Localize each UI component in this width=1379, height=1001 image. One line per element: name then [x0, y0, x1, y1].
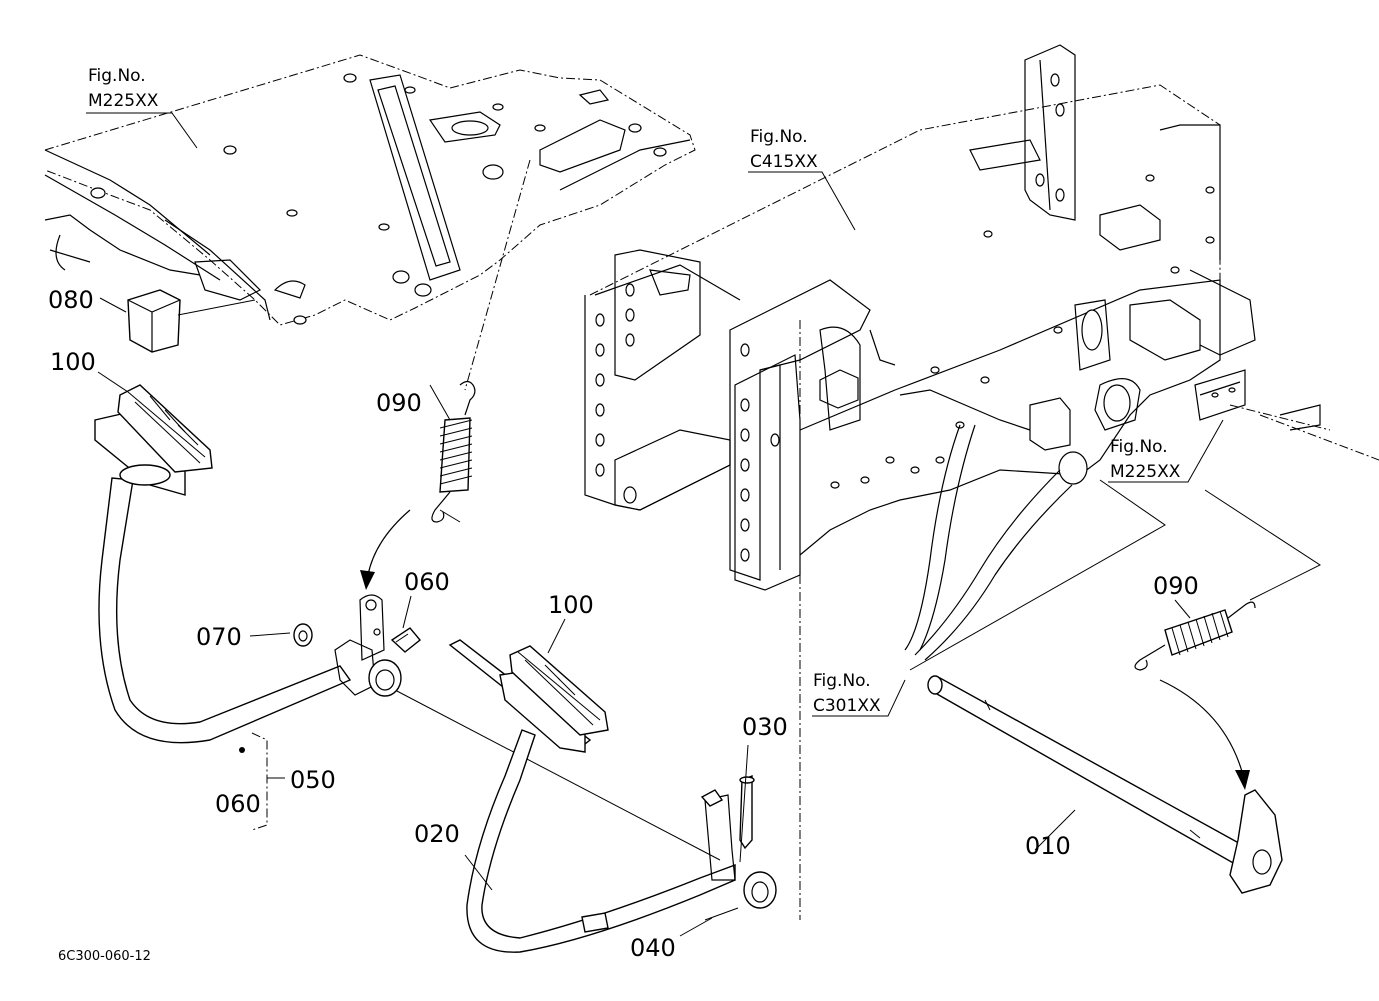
- fig-ref-floor-top-line1: Fig.No.: [88, 66, 146, 86]
- fig-ref-floor-right-line2: M225XX: [1110, 462, 1181, 482]
- left-pedal-arm: [98, 477, 402, 753]
- fig-ref-transmission-line1: Fig.No.: [813, 671, 871, 691]
- arrow-left-spring: [367, 509, 411, 576]
- fig-ref-frame-line1: Fig.No.: [750, 127, 808, 147]
- part-090-spring-left: [431, 380, 476, 523]
- label-080: 080: [48, 286, 94, 314]
- part-100-pedal-pad-left: [94, 384, 213, 496]
- label-100-right: 100: [548, 591, 594, 619]
- group-bracket-050: [251, 732, 268, 831]
- leader-lines: [86, 112, 1224, 937]
- part-090-spring-right: [1134, 601, 1256, 671]
- fig-ref-floor-right-line1: Fig.No.: [1110, 437, 1168, 457]
- part-100-pedal-pad-right: [448, 639, 609, 753]
- label-090-left: 090: [376, 389, 422, 417]
- label-040: 040: [630, 934, 676, 962]
- fig-ref-floor-top-line2: M225XX: [88, 91, 159, 111]
- label-090-right: 090: [1153, 572, 1199, 600]
- label-060-group: 060: [215, 790, 261, 818]
- right-pedal-arm: [466, 729, 777, 953]
- frame-assembly: [584, 44, 1256, 661]
- part-060-bolt: [390, 627, 421, 653]
- part-040-cotter-pin: [704, 907, 739, 921]
- label-020: 020: [414, 820, 460, 848]
- part-030-pin: [739, 774, 755, 850]
- part-010-cross-shaft: [927, 675, 1283, 894]
- fig-ref-transmission-line2: C301XX: [813, 696, 881, 716]
- floor-bracket-right: [1194, 369, 1321, 431]
- part-080-rubber-stop: [99, 289, 256, 353]
- drawing-reference-number: 6C300-060-12: [58, 949, 151, 964]
- floor-plate: [44, 54, 696, 326]
- label-100-left: 100: [50, 348, 96, 376]
- arrow-right-spring: [1159, 679, 1244, 776]
- label-050: 050: [290, 766, 336, 794]
- part-070-snap-ring: [293, 623, 313, 647]
- label-030: 030: [742, 713, 788, 741]
- label-070: 070: [196, 623, 242, 651]
- label-060-bolt: 060: [404, 568, 450, 596]
- label-010: 010: [1025, 832, 1071, 860]
- fig-ref-frame-line2: C415XX: [750, 152, 818, 172]
